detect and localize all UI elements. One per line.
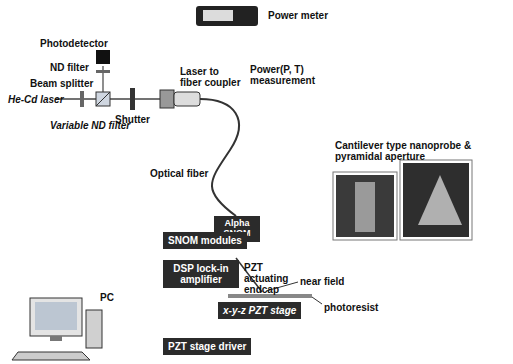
instrument-box: SNOM modules	[163, 232, 247, 249]
box-text: DSP lock-in amplifier	[168, 263, 234, 285]
part-label: Power(P, T) measurement	[250, 64, 322, 86]
part-label: photoresist	[324, 302, 378, 313]
box-text: x-y-z PZT stage	[223, 305, 296, 316]
part-label: PZT actuating endcap	[244, 262, 292, 295]
instrument-box: PZT stage driver	[163, 338, 251, 355]
part-label: Photodetector	[40, 38, 108, 49]
box-text: SNOM modules	[168, 235, 242, 246]
part-label: PC	[100, 292, 114, 303]
part-label: Laser to fiber coupler	[180, 66, 242, 88]
part-label: He-Cd laser	[8, 94, 64, 105]
box-text: PZT stage driver	[168, 341, 246, 352]
instrument-box: x-y-z PZT stage	[218, 302, 301, 319]
part-label: near field	[300, 276, 344, 287]
instrument-box: DSP lock-in amplifier	[163, 260, 239, 288]
part-label: Cantilever type nanoprobe & pyramidal ap…	[335, 140, 475, 162]
part-label: Beam splitter	[30, 78, 93, 89]
part-label: Optical fiber	[150, 168, 208, 179]
part-label: ND filter	[50, 62, 89, 73]
part-label: Shutter	[115, 114, 150, 125]
part-label: Power meter	[268, 10, 328, 21]
